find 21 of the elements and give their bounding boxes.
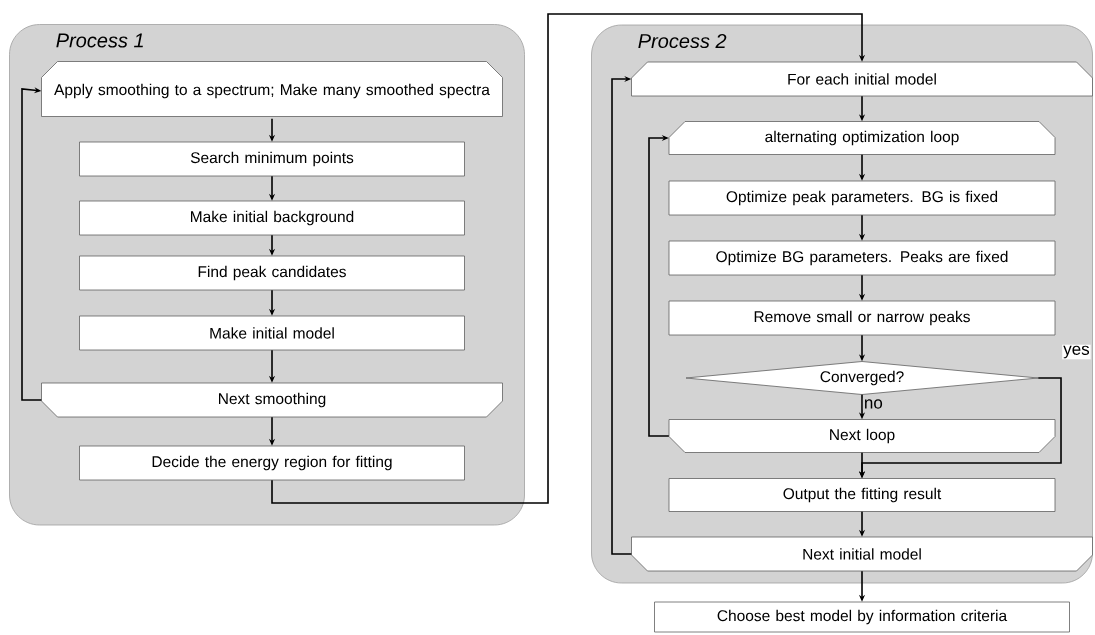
loop-end-box: Next loop (668, 419, 1056, 453)
process-box: Decide the energy region for fitting (79, 445, 465, 481)
process-box: Choose best model by information criteria (654, 601, 1070, 633)
process-box: Optimize BG parameters. Peaks are fixed (668, 240, 1056, 276)
process-box: Make initial background (79, 200, 465, 236)
arrow (648, 134, 670, 437)
process-box: Find peak candidates (79, 255, 465, 291)
process-box: Remove small or narrow peaks (668, 300, 1056, 336)
loop-end-box: Next smoothing (41, 382, 503, 418)
loop-start-box: alternating optimization loop (668, 121, 1056, 155)
process-box: Search minimum points (79, 141, 465, 177)
arrow (21, 87, 43, 401)
arrow (271, 13, 866, 504)
loop-start-box: Apply smoothing to a spectrum; Make many smoothed spectra (41, 61, 503, 117)
edge-label: no (862, 398, 884, 410)
loop-end-box: Next initial model (631, 536, 1093, 572)
arrow (611, 75, 633, 555)
process-box: Optimize peak parameters. BG is fixed (668, 180, 1056, 216)
process-box: Output the fitting result (668, 478, 1056, 512)
loop-start-box: For each initial model (631, 61, 1093, 97)
process-box: Make initial model (79, 315, 465, 351)
